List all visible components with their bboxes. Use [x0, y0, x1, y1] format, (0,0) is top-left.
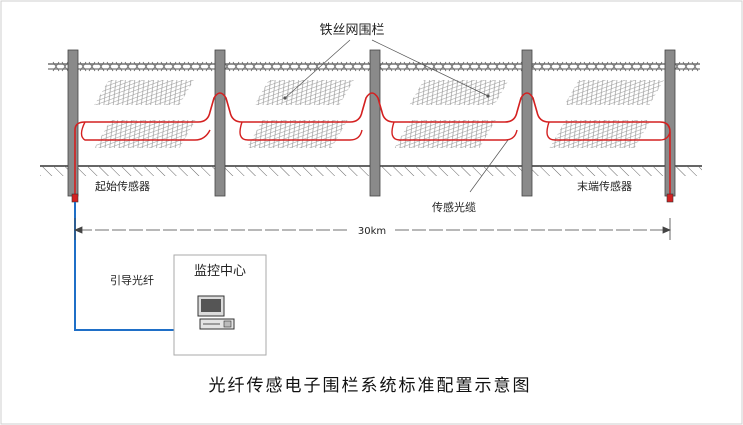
sensing-cable-label: 传感光缆: [432, 200, 476, 214]
diagram-title: 光纤传感电子围栏系统标准配置示意图: [209, 376, 532, 396]
start-sensor: [71, 193, 79, 203]
lead-fiber-label: 引导光纤: [110, 273, 154, 287]
end-sensor: [666, 193, 674, 203]
sensor-icon: [71, 193, 79, 203]
mesh-panels: [94, 80, 664, 148]
fence-post: [369, 49, 381, 197]
mesh-panel: [246, 120, 348, 148]
mesh-panel: [394, 120, 496, 148]
sensor-icon: [666, 193, 674, 203]
sensing-cable: [74, 92, 671, 196]
fence-posts: [67, 49, 676, 197]
sensing-cable-lower: [80, 121, 671, 141]
mesh-panel: [409, 80, 509, 105]
mesh-panel: [254, 80, 354, 105]
wire-mesh-fence-label: 铁丝网围栏: [319, 23, 384, 38]
end-sensor-label: 末端传感器: [577, 179, 632, 193]
mesh-panel: [549, 120, 651, 148]
distance-label: 30km: [358, 226, 386, 237]
mesh-panel: [564, 80, 664, 105]
distance-dimension: [73, 218, 672, 240]
mesh-panel: [94, 80, 194, 105]
fence-post: [214, 49, 226, 197]
leader-lines: [284, 39, 509, 193]
lead-fiber: [74, 202, 200, 331]
barbed-wire: [48, 61, 700, 72]
fence-post: [67, 49, 79, 197]
monitor-center-label: 监控中心: [194, 264, 246, 279]
start-sensor-label: 起始传感器: [95, 179, 150, 193]
fence-post: [521, 49, 533, 197]
computer-icon: [197, 295, 235, 330]
mesh-panel: [94, 120, 196, 148]
